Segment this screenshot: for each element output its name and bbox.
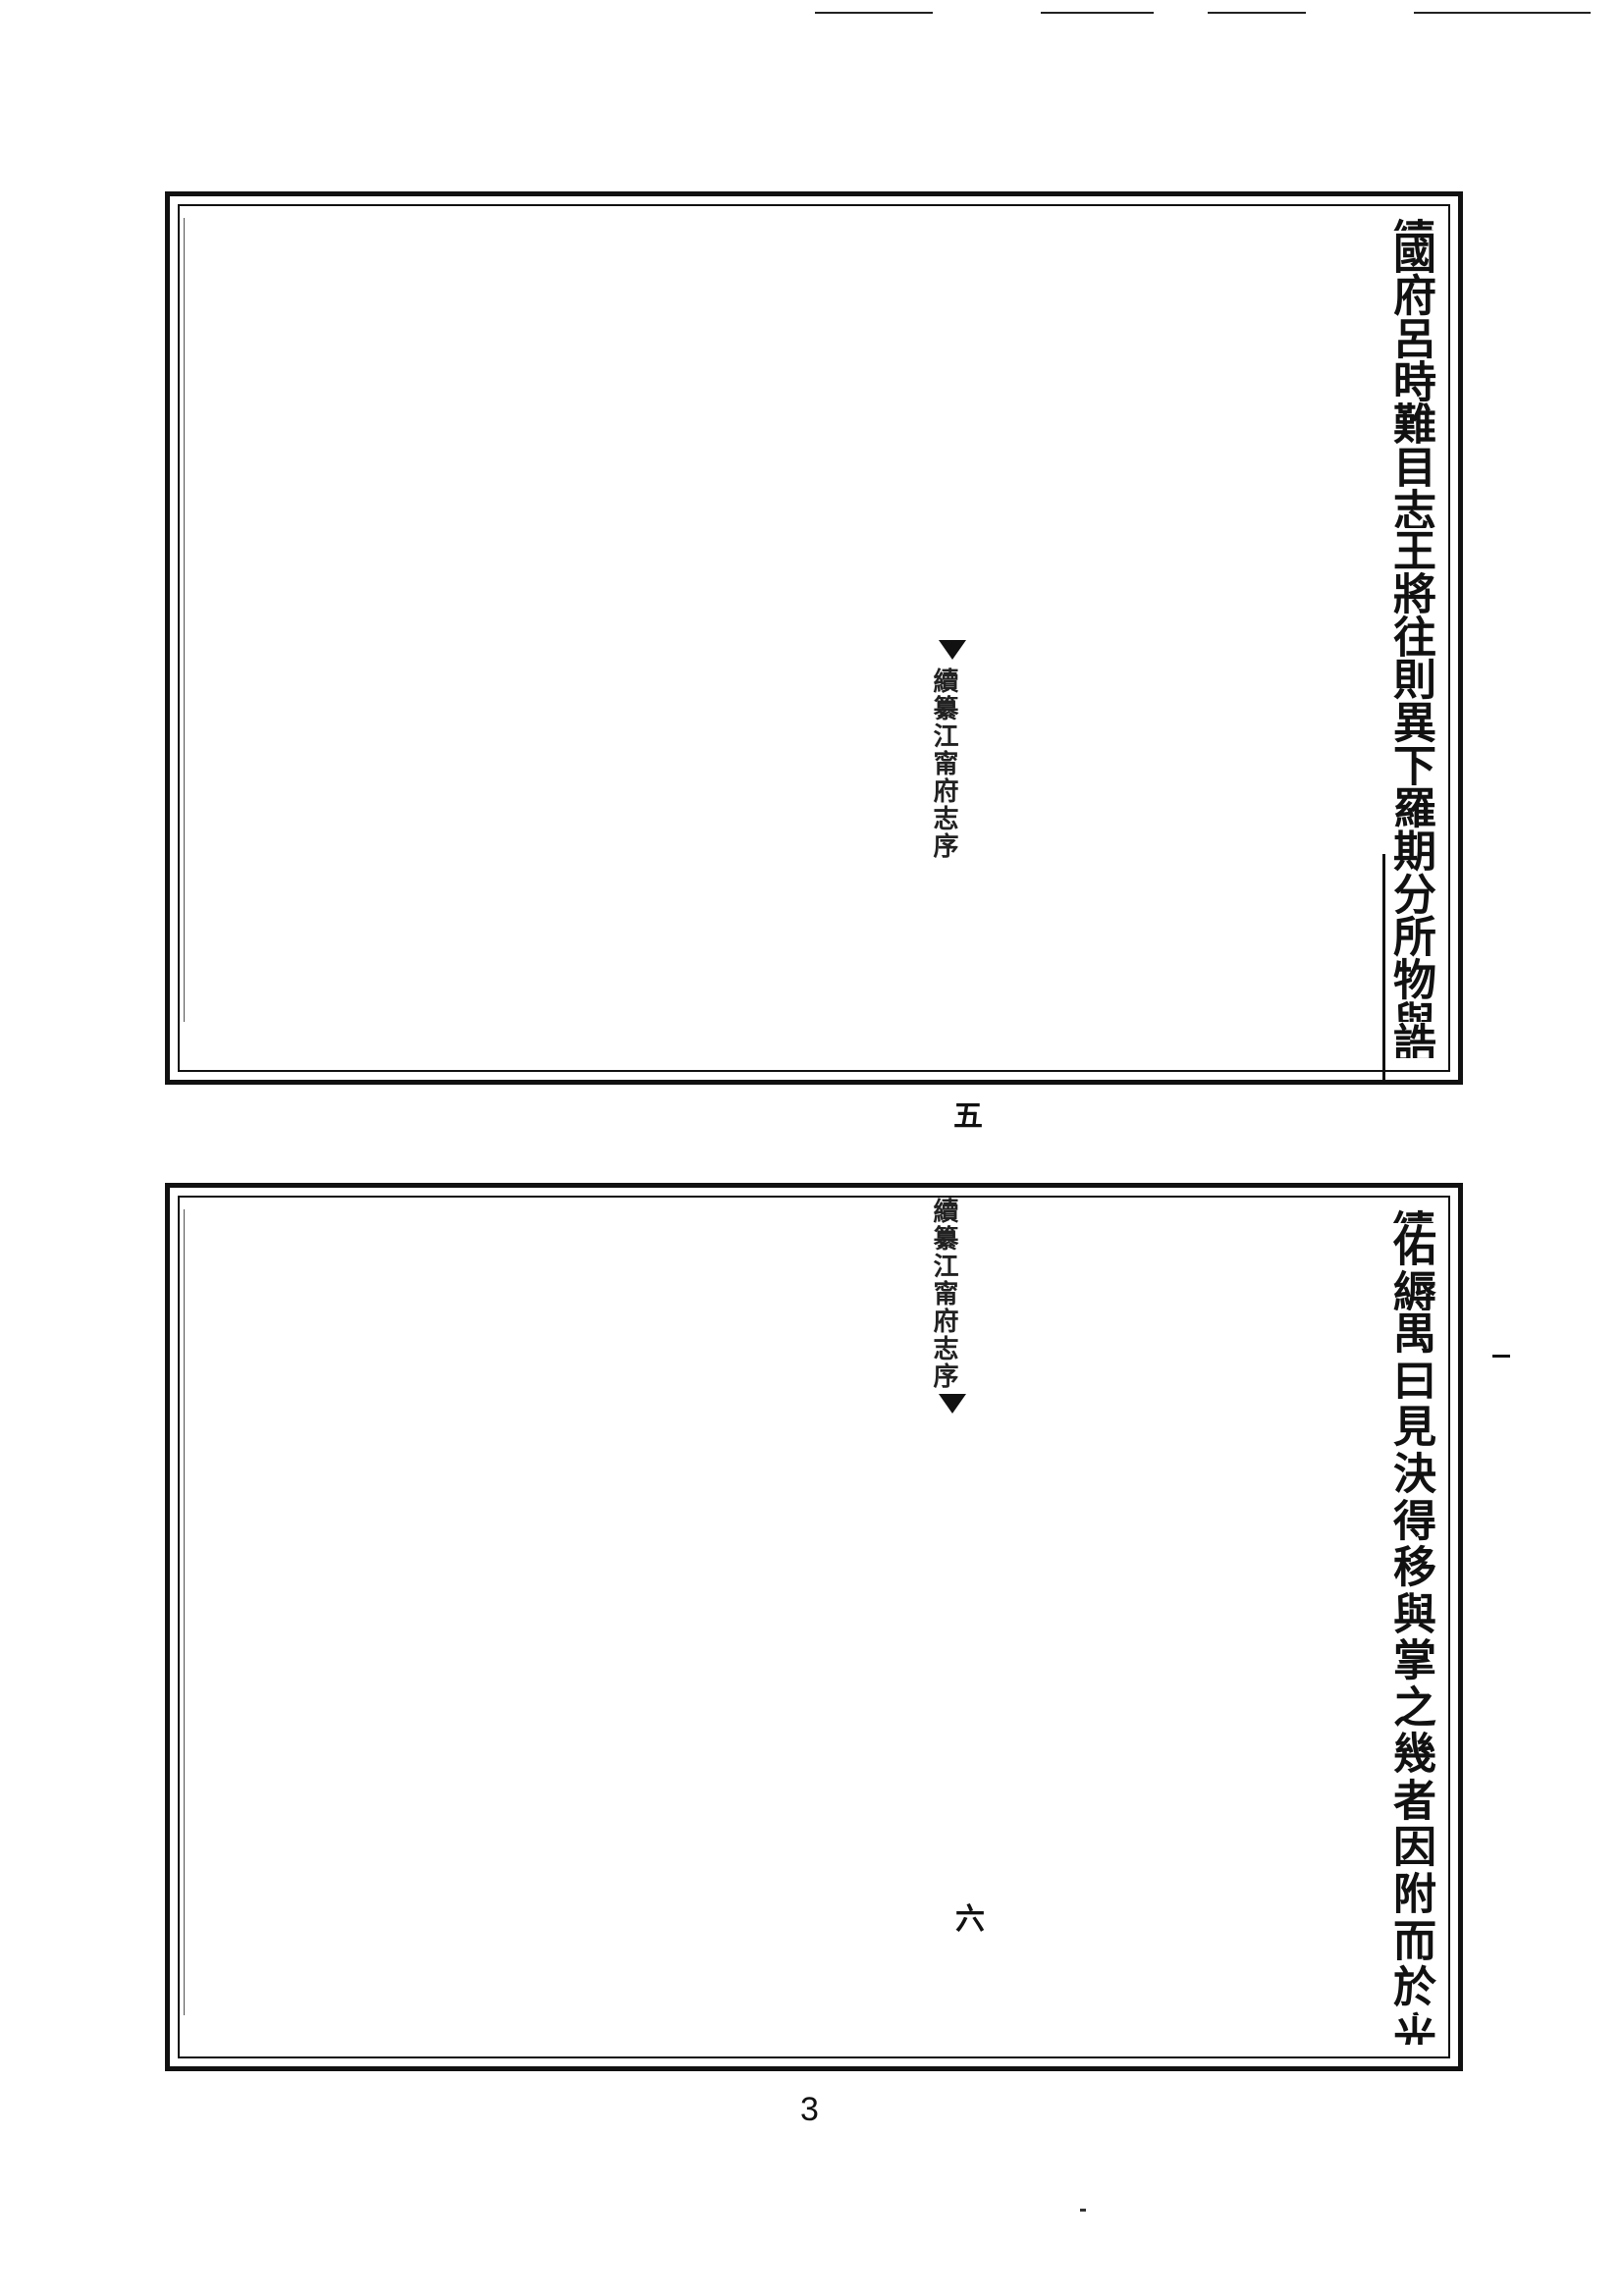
- margin-tick: [1492, 1355, 1510, 1358]
- text-columns-1: 續纂江甯府志序國朝有志始康熙六年知府事陳君開虞踵之者嘉慶十七年知府事呂君燕昭陳志…: [178, 204, 1450, 1072]
- text-column: 者也今茲從而序之者蓋以斯志大有裨於守土者爲政之道且: [184, 1777, 1444, 1825]
- text-column: 附姓名於簡端也若夫纂志者之衡序意以文字之工拙必俟久: [184, 1871, 1444, 1918]
- center-label-1: 續纂江甯府志序: [929, 667, 958, 860]
- text-column: 而論定不欲以一時褒稱之過反損其真豈謂一郡之志乘無與: [184, 1917, 1444, 1965]
- text-column: 之獲益於斯志者不甚幸與天門蔣公啟勛守郡時實勤斯舉未: [184, 1683, 1444, 1732]
- leaf-number-1: 五: [953, 1099, 983, 1134]
- text-column: 因今日之成而追念昔者之勞是以不能已於言而非第區區樂: [184, 1824, 1444, 1872]
- text-block-2: 續纂江甯府志序佑宸守江甯之明年續纂府志適成受而讀之簡而不遺詳而不縟信乎其善志也制…: [165, 1183, 1463, 2071]
- text-block-1: 續纂江甯府志序國朝有志始康熙六年知府事陳君開虞踵之者嘉慶十七年知府事呂君燕昭陳志…: [165, 191, 1463, 1134]
- text-column: 所取以信今而傳後者準乎史法必關於戎祀教養與夫典章文: [184, 914, 1444, 957]
- text-column: 見則易爲序曰重守職也漢制太守在郡國皆掌治民進賢勸功: [184, 1404, 1444, 1451]
- scan-mark: [1414, 12, 1591, 14]
- page-number: 3: [800, 2091, 819, 2128]
- text-column: 與冗之失乎惜不起姚先生質之: [184, 999, 1444, 1023]
- fish-tail-mark-2: [939, 1394, 966, 1414]
- text-column: 得專選舉而所謂攷察聽斷諸政亦未容或異於古佑宸自涸州: [184, 1497, 1444, 1545]
- text-column: 掌不待咨邦傑詢耆獻而後知利何以興弊何以革也然則佑宸: [184, 1637, 1444, 1684]
- scan-mark: [815, 12, 933, 14]
- text-column: 目帙至曰此續前志前升守蔣君爲之而某繼之者既卒讀曰呂: [184, 444, 1444, 488]
- text-column: 王師底定人民來集城郭再完而陳迹俯仰版籍蕩盡耆舊彫殘: [184, 528, 1444, 572]
- text-column: 決訟檢奸論課殿最並舉孝廉蓋守職若斯其重也今之守雖不: [184, 1450, 1444, 1498]
- text-column: 異情憶官京兆日今總督直隸節相李公嘗奏修畿輔通志余亦: [184, 700, 1444, 743]
- fish-tail-mark-1: [939, 640, 966, 660]
- text-column: 禺梁公旣各爲之序佑宸亦將序之以附數公之末客過而詰難: [184, 1310, 1444, 1358]
- text-column: 下所司採訪忠義助揚風化蒐討懸數寒暑甫有成書被兵後綱: [184, 742, 1444, 786]
- center-label-2: 續纂江甯府志序: [929, 1198, 958, 1390]
- text-column: 府事呂君燕昭陳志沿宋景定元金陵等志之舊謬訛未有訂正: [184, 273, 1444, 317]
- text-column: 幾以遷擢去佑宸繼之公旁其剏而佑宸獲覩其成此尤幸之甚: [184, 1731, 1444, 1778]
- text-column: 縟信乎其善志也制府新甯劉公中丞同始吳公方伯番: [184, 1269, 1444, 1311]
- text-column: 與夫忠義孝烈之祠祀搢紳遺逸之言行讀斯志而瞭然如覩諸: [184, 1590, 1444, 1638]
- text-column: 誥授榮祿大夫江甯布政使司布政使番禺梁肇煌序: [184, 1022, 1444, 1058]
- text-column: 曰嘻何子之勤也志中例言謂不假序以傳子未之見乎曰見之: [184, 1357, 1444, 1405]
- margin-tick: [1382, 854, 1385, 1080]
- text-column: 往往限於覩記之不廣識小遺大知近略遠無能挈宏網舉細目: [184, 614, 1444, 658]
- text-column: 於郡守之責哉予何固而未達也客然其說而退遂述之以爲志: [184, 1964, 1444, 2011]
- text-column: 期會倍於往時顧從容就理易人之所難以其餘力紬爲此志卷: [184, 828, 1444, 872]
- text-column: 志閱今七十年矣中遭滇池盜奔據行省爲窟穴蹂躪旁邑經: [184, 487, 1444, 529]
- text-column: 呂志賅而覈矣而姚先生鼐猶以爲疏漏未及備完文未及更當: [184, 316, 1444, 359]
- text-column: 移守此郡凡輿地之廣袤田賦之輕重學校之盛衰風俗之奢儉: [184, 1544, 1444, 1591]
- text-column: 羅遺佚之難也江甯一府咸同已來事會繁夥矣守是邦者搏書: [184, 785, 1444, 828]
- text-column: 將拾灰燼之餘存什一於千百縉紳之士難言之閒有遺老故吏: [184, 571, 1444, 614]
- text-column: 物之大而灣踵自前俾考諸吏牘綜而有要閱其所延其免於疏: [184, 956, 1444, 1000]
- text-column: 光緒辛巳六月江甯府知府鄧趙佑宸序: [184, 2015, 1444, 2045]
- text-column: 國朝有志始康熙六年知府事陳君開虞踵之者嘉慶十七年知: [184, 230, 1444, 274]
- text-column: 佑宸守江甯之明年續纂府志適成受而讀之簡而不遺詳而不: [184, 1222, 1444, 1270]
- column-heading: 續纂江甯府志序: [184, 1209, 1444, 1223]
- text-column: 時江左全盛文獻易徵詳略之閒若留以有待志乘本乎史裁異: [184, 358, 1444, 402]
- column-heading: 續纂江甯府志序: [184, 218, 1444, 231]
- scan-mark: [1208, 12, 1306, 14]
- scan-mark: [1041, 12, 1154, 14]
- text-column: 則姑俟後之人爲亦有志未逮者所同慨乎夫今昔殊勢則難易: [184, 657, 1444, 701]
- text-column: 分十五何約也成僅期年何速也不曰約而曰纂文何愼也觀其: [184, 871, 1444, 915]
- scan-speck: [1080, 2209, 1086, 2212]
- text-column: 難如此余備藩之明年前同館史官鄧縣趙君鶴翔郡謂首符以: [184, 401, 1444, 445]
- text-column: 序焉: [184, 2010, 1444, 2015]
- leaf-number-2: 六: [955, 1902, 985, 1937]
- text-columns-2: 續纂江甯府志序佑宸守江甯之明年續纂府志適成受而讀之簡而不遺詳而不縟信乎其善志也制…: [178, 1196, 1450, 2058]
